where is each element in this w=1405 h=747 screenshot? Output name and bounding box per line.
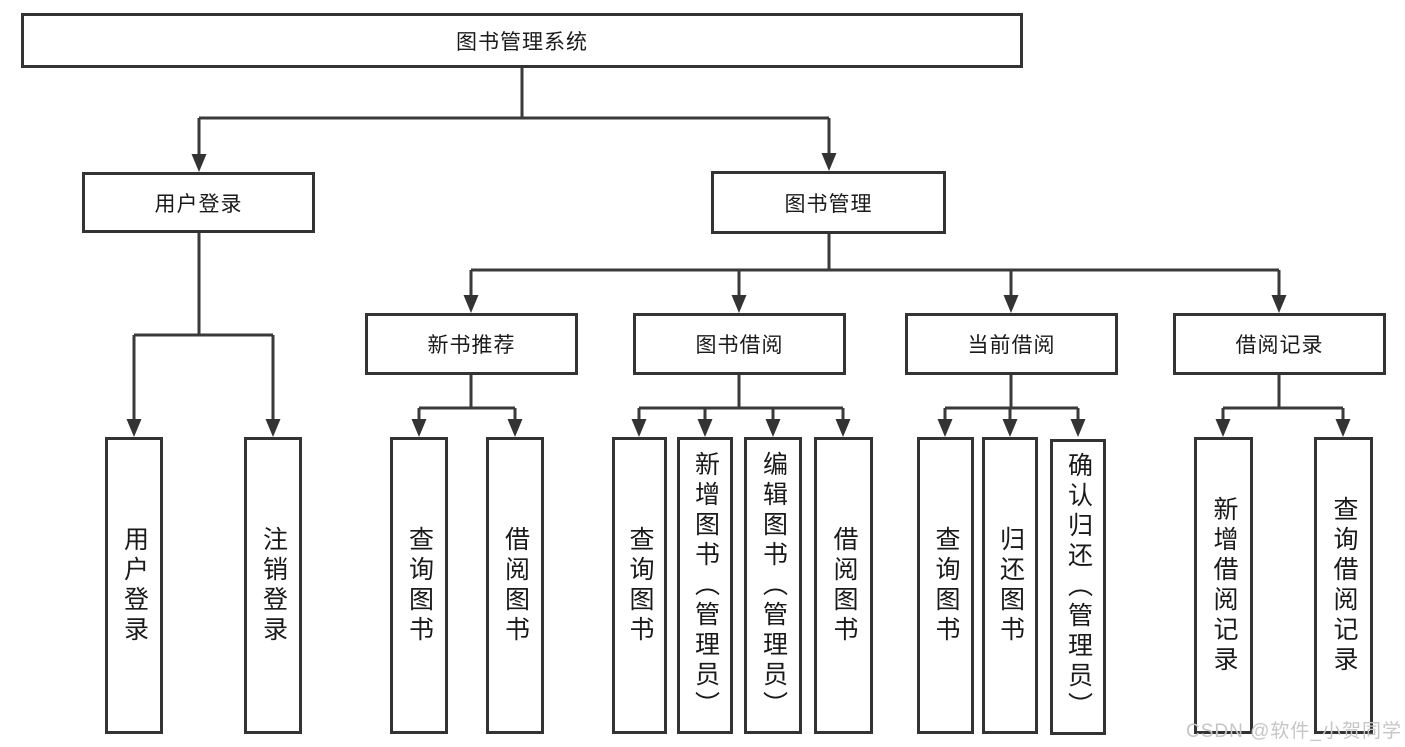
node-book-management: 图书管理 xyxy=(711,171,946,234)
leaf-add-books-admin: 新增图书（管理员） xyxy=(677,437,733,734)
leaf-query-books-borrow: 查询图书 xyxy=(612,437,667,734)
leaf-user-login: 用户登录 xyxy=(105,437,163,734)
leaf-logout-login: 注销登录 xyxy=(244,437,302,734)
leaf-query-borrow-record: 查询借阅记录 xyxy=(1314,437,1373,734)
leaf-borrow-books: 借阅图书 xyxy=(814,437,873,734)
node-borrow-records: 借阅记录 xyxy=(1173,313,1386,375)
leaf-borrow-books-recommend: 借阅图书 xyxy=(486,437,544,734)
node-current-borrow: 当前借阅 xyxy=(905,313,1118,375)
node-book-borrow: 图书借阅 xyxy=(633,313,846,375)
leaf-add-borrow-record: 新增借阅记录 xyxy=(1194,437,1253,734)
watermark-text: CSDN @软件_小贺同学 xyxy=(1186,721,1402,742)
leaf-query-books-recommend: 查询图书 xyxy=(390,437,448,734)
node-new-book-recommend: 新书推荐 xyxy=(365,313,578,375)
node-user-login: 用户登录 xyxy=(82,172,315,233)
leaf-edit-books-admin: 编辑图书（管理员） xyxy=(744,437,802,734)
leaf-query-books-current: 查询图书 xyxy=(917,437,974,734)
leaf-return-books: 归还图书 xyxy=(982,437,1038,734)
leaf-confirm-return-admin: 确认归还（管理员） xyxy=(1050,439,1106,735)
node-root-system: 图书管理系统 xyxy=(21,13,1023,68)
